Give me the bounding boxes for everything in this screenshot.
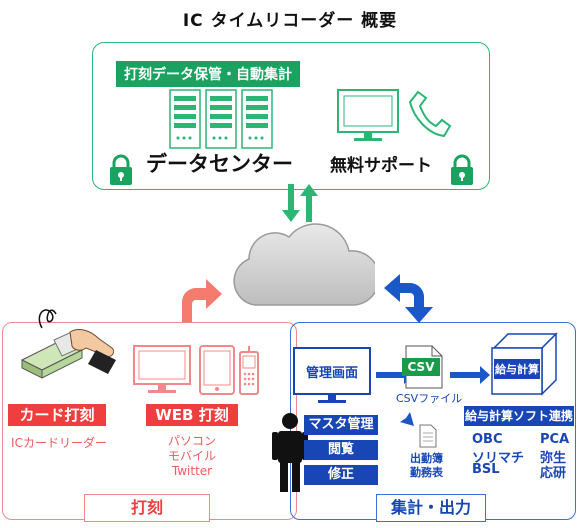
punch-tab: 打刻 — [84, 494, 210, 522]
support-label: 無料サポート — [330, 156, 432, 176]
lock-icon — [110, 154, 132, 185]
soft-pca: PCA — [540, 432, 570, 447]
soft-bsl: BSL — [472, 462, 500, 477]
storage-label: 打刻データ保管・自動集計 — [116, 61, 300, 87]
payroll-label: 給与計算 — [494, 359, 540, 379]
sync-arrows-icon — [282, 184, 318, 222]
attendance-book-label: 出勤簿 — [410, 452, 443, 465]
soft-oken: 応研 — [540, 466, 567, 481]
document-icon — [419, 424, 437, 448]
edit-button: 修正 — [304, 465, 378, 485]
server-icon — [169, 89, 273, 149]
twitter-label: Twitter — [171, 464, 213, 478]
datacenter-label: データセンター — [146, 152, 293, 176]
admin-monitor-icon — [293, 347, 371, 403]
card-reader-icon — [20, 309, 116, 379]
soft-obc: OBC — [472, 432, 503, 447]
person-icon — [272, 413, 308, 492]
page-title: IC タイムリコーダー 概要 — [182, 11, 398, 31]
master-mgmt-button: マスタ管理 — [304, 415, 378, 435]
attendance-sheet-label: 勤務表 — [410, 466, 443, 479]
card-punch-label: カード打刻 — [8, 404, 106, 426]
blue-arrow-icon — [384, 274, 433, 323]
soft-sorimachi: ソリマチ — [472, 451, 525, 466]
lock-icon — [451, 154, 473, 185]
admin-screen-label: 管理画面 — [305, 366, 358, 381]
mobile-label: モバイル — [167, 449, 216, 463]
payroll-link-label: 給与計算ソフト連携 — [464, 406, 574, 426]
ic-card-reader-label: ICカードリーダー — [11, 436, 107, 450]
csv-label: CSV — [407, 360, 435, 374]
view-button: 閲覧 — [304, 440, 378, 460]
pc-label: パソコン — [167, 434, 216, 448]
pink-arrow-icon — [182, 279, 222, 322]
soft-yayoi: 弥生 — [540, 451, 567, 466]
support-monitor-phone-icon — [337, 89, 452, 141]
web-punch-label: WEB 打刻 — [146, 404, 238, 426]
csv-file-label: CSVファイル — [396, 392, 463, 405]
aggregate-tab: 集計・出力 — [376, 494, 486, 522]
csv-file-icon — [402, 345, 443, 389]
web-devices-icon — [133, 345, 259, 395]
cloud-icon — [233, 223, 375, 306]
